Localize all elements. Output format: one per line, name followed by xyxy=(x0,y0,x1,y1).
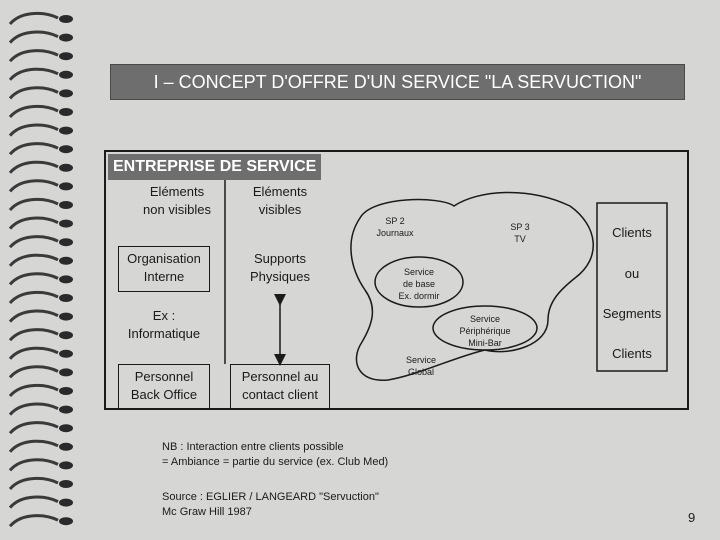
peripheral-service-label: Service Périphérique Mini-Bar xyxy=(459,314,511,349)
enterprise-label: ENTREPRISE DE SERVICE xyxy=(108,154,322,180)
binding-ring xyxy=(8,309,73,323)
binding-ring xyxy=(8,216,73,230)
page-number: 9 xyxy=(688,510,696,525)
binding-ring xyxy=(8,291,73,305)
clients-label: Clients xyxy=(612,225,652,240)
back-office-label: Personnel Back Office xyxy=(130,369,198,403)
binding-ring xyxy=(8,67,73,81)
clients-label-2: Clients xyxy=(612,346,652,361)
binding-ring xyxy=(8,495,73,509)
binding-ring xyxy=(8,439,73,453)
binding-ring xyxy=(8,235,73,249)
binding-ring xyxy=(8,198,73,212)
binding-ring xyxy=(8,402,73,416)
sp2-label: SP 2 Journaux xyxy=(376,216,414,239)
binding-ring xyxy=(8,421,73,435)
binding-ring xyxy=(8,49,73,63)
nb-note: NB : Interaction entre clients possible … xyxy=(162,441,389,469)
slide-title: I – CONCEPT D'OFFRE D'UN SERVICE "LA SER… xyxy=(110,64,685,100)
binding-ring xyxy=(8,514,73,528)
binding-ring xyxy=(8,105,73,119)
segments-label: Segments xyxy=(602,306,662,321)
binding-ring xyxy=(8,179,73,193)
clients-box xyxy=(596,202,668,372)
binding-ring xyxy=(8,86,73,100)
binding-ring xyxy=(8,328,73,342)
supports-label: Supports Physiques xyxy=(250,251,310,285)
enterprise-frame xyxy=(104,150,689,410)
binding-ring xyxy=(8,142,73,156)
binding-ring xyxy=(8,12,73,26)
binding-ring xyxy=(8,477,73,491)
non-visible-elements-header: Eléments non visibles xyxy=(143,184,211,218)
binding-ring xyxy=(8,346,73,360)
organisation-box xyxy=(118,246,210,292)
peripheral-service-ellipse xyxy=(432,305,538,351)
binding-ring xyxy=(8,123,73,137)
binding-ring xyxy=(8,272,73,286)
base-service-ellipse xyxy=(374,256,464,308)
organisation-label: Organisation Interne xyxy=(127,251,201,285)
binding-ring xyxy=(8,30,73,44)
contact-staff-label: Personnel au contact client xyxy=(241,369,319,403)
binding-ring xyxy=(8,253,73,267)
base-service-label: Service de base Ex. dormir xyxy=(398,267,440,302)
spiral-binding xyxy=(8,12,73,528)
back-office-box xyxy=(118,364,210,410)
visible-elements-header: Eléments visibles xyxy=(252,184,308,218)
example-label: Ex : Informatique xyxy=(127,308,201,342)
global-service-label: Service Global xyxy=(405,355,436,378)
sp3-label: SP 3 TV xyxy=(510,222,530,245)
binding-ring xyxy=(8,365,73,379)
source-note: Source : EGLIER / LANGEARD "Servuction" … xyxy=(162,491,379,519)
binding-ring xyxy=(8,458,73,472)
binding-ring xyxy=(8,160,73,174)
binding-ring xyxy=(8,384,73,398)
global-service-outline xyxy=(350,191,595,381)
or-label: ou xyxy=(624,266,640,281)
